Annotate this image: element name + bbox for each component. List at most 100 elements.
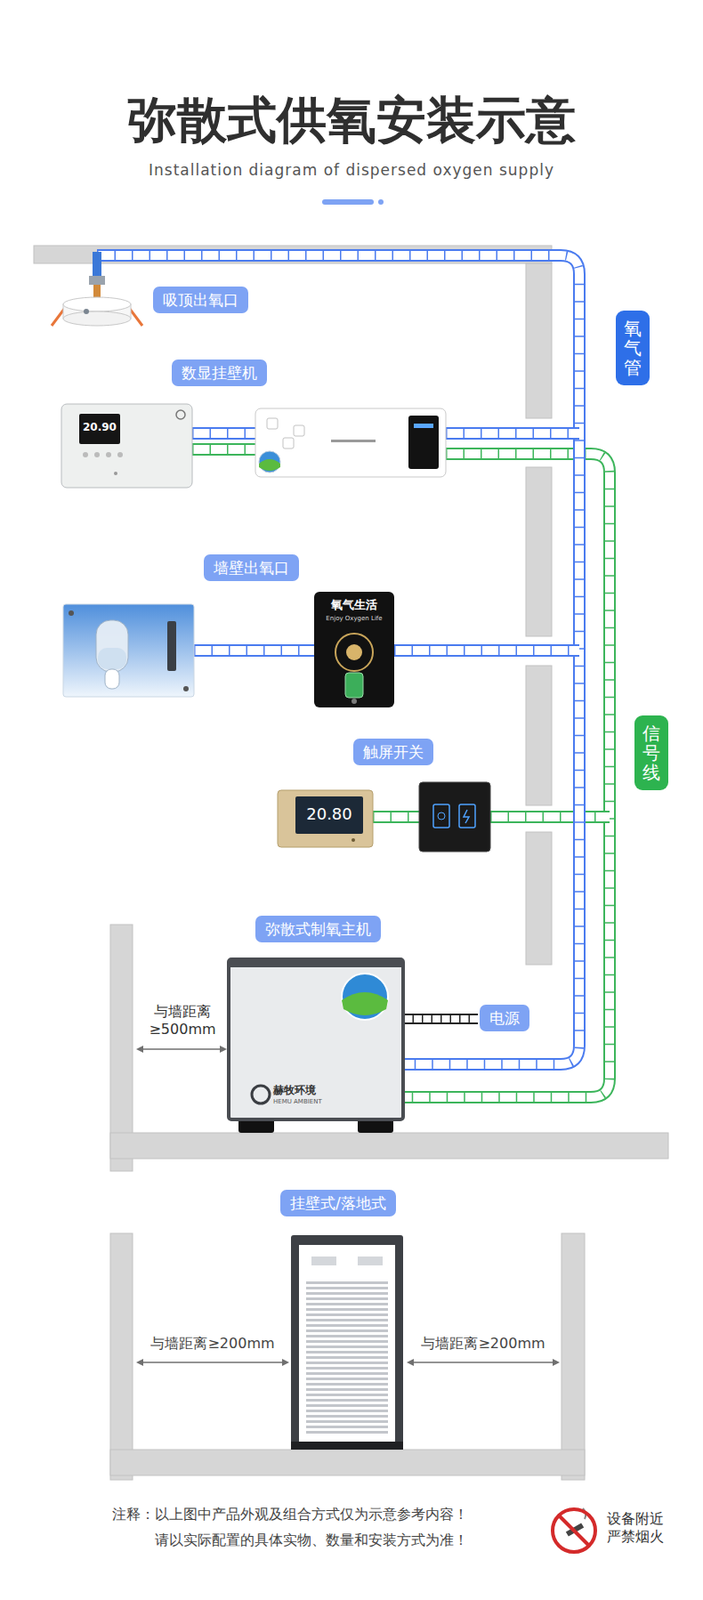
oxygen-pipe [96,255,580,1065]
dimension-arrows [282,1358,290,1366]
node-text: 电源 [489,1009,520,1027]
building-walls [525,263,552,419]
wall-oxygen-outlet [345,672,364,698]
wall-display-panel [61,404,193,488]
power-cable [403,1015,478,1023]
no-fire-sign [558,1515,590,1546]
dimension-arrows [136,1358,144,1366]
building-walls [561,1233,585,1480]
label-pill: 弥散式制氧主机 [255,915,381,943]
wall-mounted-unit [266,418,278,429]
label-pill: 数显挂壁机 [171,359,267,387]
power-cable [403,1015,478,1023]
wall-display-panel [61,404,193,488]
annotation-text: 与墙距离≥200mm [412,1334,555,1353]
annotation-text: Enjoy Oxygen Life [314,614,395,623]
annotation-text: Installation diagram of dispersed oxygen… [0,161,703,180]
dimension-arrows [136,1045,144,1053]
node-text: 数显挂壁机 [181,363,258,382]
building-walls [33,245,669,1480]
annotation-text: 注释：以上图中产品外观及组合方式仅为示意参考内容！ [112,1505,469,1524]
touch-screen-panel [277,790,373,848]
signal-wire [372,810,420,824]
oxygen-generator [228,959,404,1133]
page-title: 弥散式供氧安装示意 [0,88,703,152]
ceiling-outlet [83,308,89,315]
signal-wire [490,812,610,822]
oxygen-pipe [193,646,315,655]
label-pill: 挂壁式/落地式 [280,1189,396,1217]
signal-wire [192,444,256,454]
wall-mounted-unit [413,423,434,429]
no-fire-sign [552,1508,596,1552]
ceiling-outlet [88,275,106,285]
touch-screen-panel [295,796,364,834]
accent-dot [378,199,384,205]
floor-cabinet [306,1281,388,1435]
dimension-arrows [406,1358,414,1366]
oxygen-pipe [192,428,256,438]
annotation-text: 赫牧环境 [273,1083,316,1098]
building-walls [110,1449,585,1476]
dimension-arrows [140,1361,285,1364]
wall-display-panel [105,452,112,458]
oxygen-pipe [192,427,256,440]
floor-cabinet [290,1441,404,1450]
power-cable [403,1013,478,1025]
annotation-text: 设备附近 严禁烟火 [606,1510,677,1546]
vertical-label-tag: 信号线 [634,715,669,791]
touch-switch [437,812,445,820]
touch-switch [433,804,450,828]
touch-switch [459,804,476,828]
building-walls [110,1132,669,1159]
node-text: 吸顶出氧口 [162,290,239,309]
touch-switch [419,782,491,852]
wall-oxygen-outlet [335,633,373,671]
signal-wire [192,444,256,454]
ceiling-outlet [92,251,102,279]
floor-cabinet [290,1235,404,1450]
humidifier-outlet [167,621,177,671]
annotation-text: 与墙距离 ≥500mm [142,1002,223,1039]
touch-switch [463,809,469,824]
oxygen-pipe [193,644,315,657]
annotation-text: 20.90 [79,420,121,435]
oxygen-pipe [394,646,580,655]
node-text: 墙壁出氧口 [213,558,290,577]
wall-display-panel [113,471,118,476]
wall-mounted-unit [331,439,376,443]
touch-screen-panel [277,790,373,848]
node-text: 挂壁式/落地式 [290,1194,387,1213]
signal-wire [490,810,610,824]
annotation-text: HEMU AMBIENT [273,1098,323,1107]
annotation-text: 氧气生活 [314,597,395,613]
humidifier-outlet [63,604,194,697]
oxygen-pipe [96,255,580,1065]
node-text: 氧气管 [623,318,642,378]
label-pill: 墙壁出氧口 [203,554,299,582]
oxygen-pipe [96,255,580,1065]
oxygen-generator [341,973,388,1020]
oxygen-generator [251,1085,270,1104]
wall-display-panel [79,413,121,445]
oxygen-pipe [445,427,580,440]
wall-display-panel [176,410,186,420]
building-walls [110,1233,133,1480]
wall-oxygen-outlet [346,644,363,661]
oxygen-pipe [96,255,580,1065]
floor-cabinet [357,1256,383,1266]
node-text: 触屏开关 [363,743,424,761]
signal-wire [192,443,256,456]
floor-cabinet [290,1235,404,1449]
oxygen-generator [341,992,388,1016]
dimension-arrows [140,1048,223,1051]
wall-mounted-unit [408,415,439,469]
oxygen-generator [228,959,404,968]
node-text: 弥散式制氧主机 [265,920,372,938]
oxygen-pipe [193,646,315,655]
oxygen-pipe [445,428,580,438]
oxygen-pipe [394,646,580,655]
no-fire-sign [552,1509,596,1552]
